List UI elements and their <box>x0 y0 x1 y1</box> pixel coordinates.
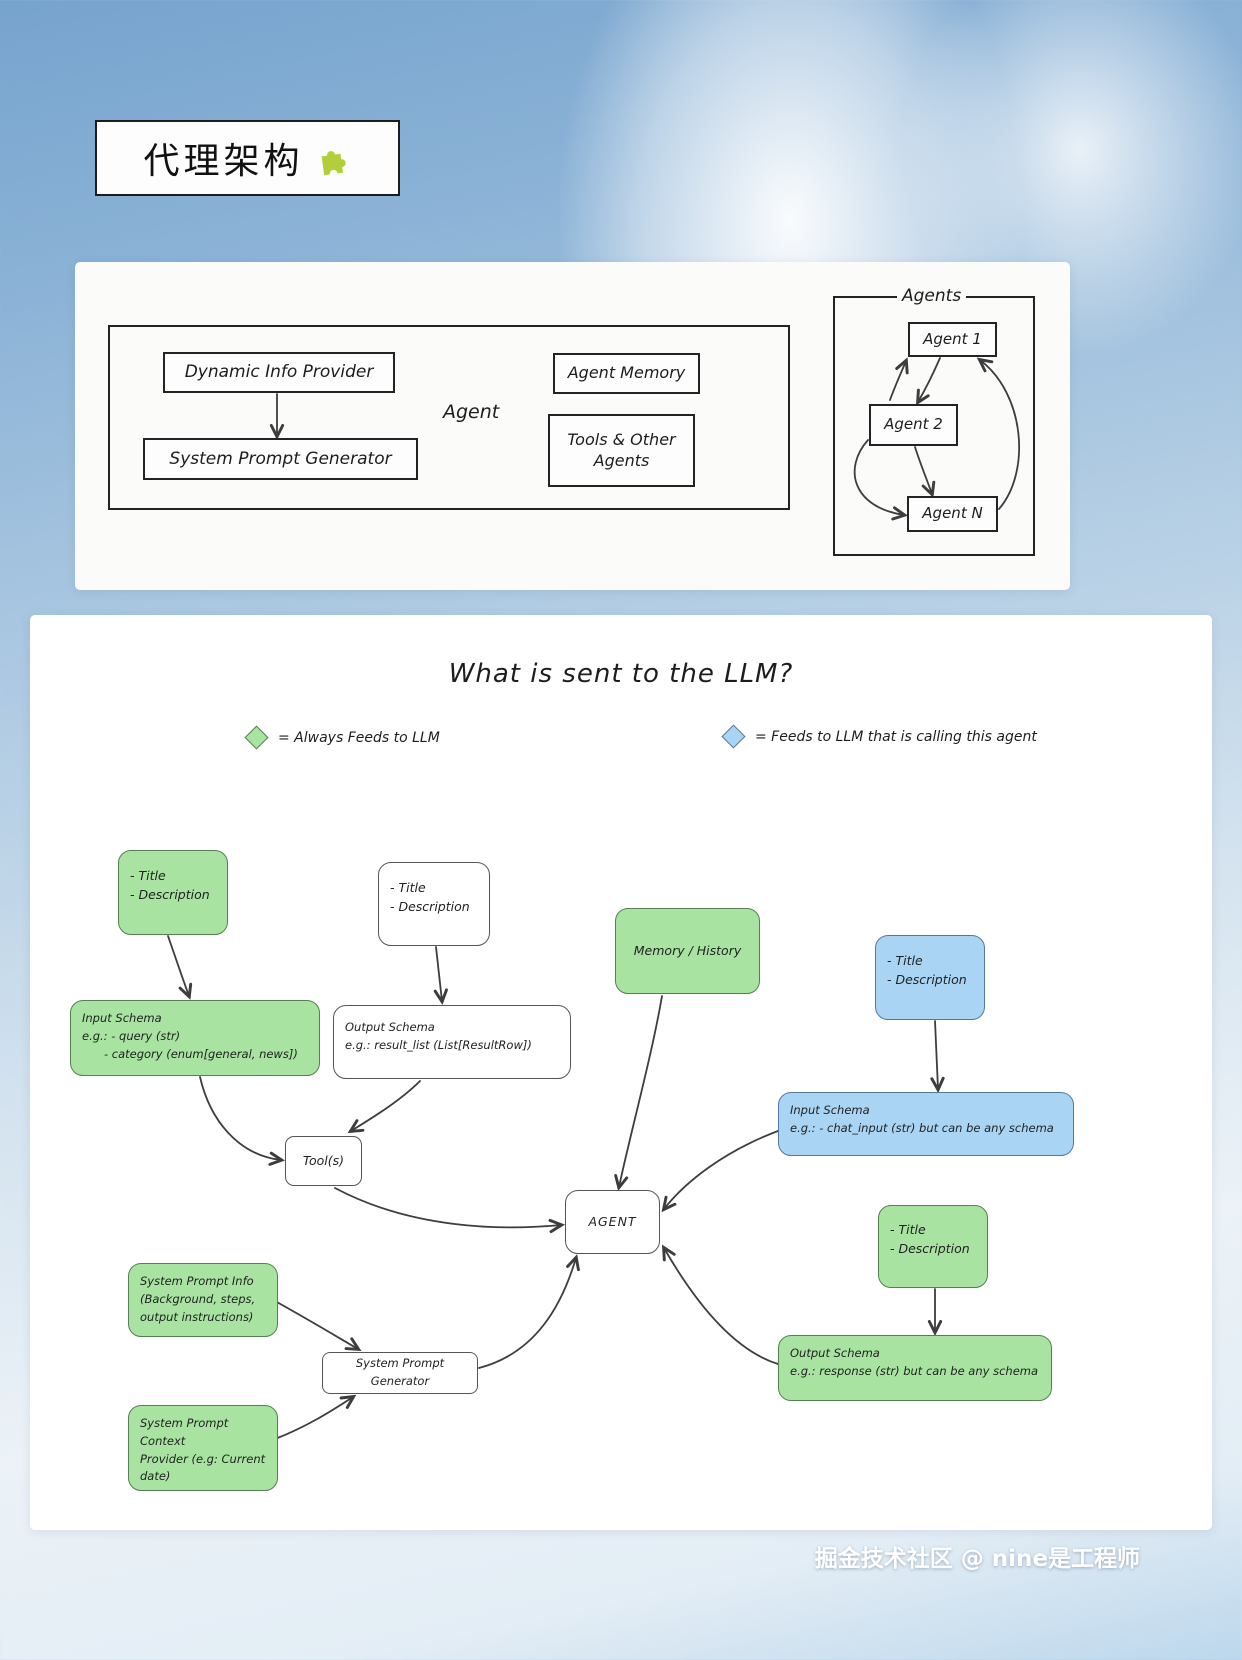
tool-title-description-node: - Title - Description <box>118 850 228 935</box>
arrow-generator-to-agent <box>478 1258 576 1369</box>
tools-node: Tool(s) <box>285 1136 362 1186</box>
agent-node: AGENT <box>565 1190 660 1254</box>
page-title-box: 代理架构 <box>95 120 400 196</box>
arrow-memory-to-agent <box>619 995 663 1187</box>
arrow-title-to-input-schema-agent <box>935 1020 938 1089</box>
agents-group-label: Agents <box>897 286 967 306</box>
system-prompt-generator-node: System Prompt Generator <box>322 1352 478 1394</box>
legend-always-feeds: = Always Feeds to LLM <box>244 725 440 750</box>
agent-memory-box: Agent Memory <box>553 353 700 394</box>
legend-feeds-calling-agent-label: = Feeds to LLM that is calling this agen… <box>755 728 1037 745</box>
green-diamond-icon <box>244 725 269 750</box>
tools-other-agents-box: Tools & Other Agents <box>548 414 695 487</box>
arrow-input-schema-to-tools <box>199 1076 281 1160</box>
arrow-output-schema-to-tools <box>351 1080 421 1131</box>
agent-2-box: Agent 2 <box>869 404 958 446</box>
legend-always-feeds-label: = Always Feeds to LLM <box>278 729 440 746</box>
output-title-description-green-node: - Title - Description <box>878 1205 988 1288</box>
architecture-panel: Agent Dynamic Info Provider System Promp… <box>75 262 1070 590</box>
watermark-credit: 掘金技术社区 @ nine是工程师 <box>814 1546 1140 1572</box>
arrow-output-schema-agent-to-agent <box>664 1248 779 1365</box>
dynamic-info-provider-box: Dynamic Info Provider <box>163 352 395 393</box>
input-schema-tool-node: Input Schema e.g.: - query (str) - categ… <box>70 1000 320 1076</box>
agent-title-description-node: - Title - Description <box>875 935 985 1020</box>
page-title: 代理架构 <box>143 141 304 182</box>
system-prompt-info-node: System Prompt Info (Background, steps, o… <box>128 1263 278 1337</box>
arrow-prompt-context-to-generator <box>274 1397 353 1440</box>
legend-feeds-calling-agent: = Feeds to LLM that is calling this agen… <box>721 724 1037 749</box>
puzzle-icon <box>321 151 346 176</box>
blue-diamond-icon <box>721 724 746 749</box>
arrow-tools-to-agent <box>334 1187 561 1227</box>
output-schema-agent-node: Output Schema e.g.: response (str) but c… <box>778 1335 1052 1401</box>
arrow-title-to-output-schema-tool <box>436 946 442 1001</box>
input-schema-agent-node: Input Schema e.g.: - chat_input (str) bu… <box>778 1092 1074 1156</box>
llm-flow-panel: What is sent to the LLM? = Always Feeds … <box>30 615 1212 1530</box>
llm-diagram-title: What is sent to the LLM? <box>448 659 794 689</box>
output-schema-tool-node: Output Schema e.g.: result_list (List[Re… <box>333 1005 571 1079</box>
output-title-description-node: - Title - Description <box>378 862 490 946</box>
system-prompt-context-node: System Prompt Context Provider (e.g: Cur… <box>128 1405 278 1491</box>
arrow-input-schema-agent-to-agent <box>664 1130 779 1209</box>
system-prompt-generator-box: System Prompt Generator <box>143 438 418 480</box>
agent-1-box: Agent 1 <box>908 322 997 357</box>
agent-n-box: Agent N <box>907 496 998 532</box>
arrow-prompt-info-to-generator <box>274 1300 358 1349</box>
memory-history-node: Memory / History <box>615 908 760 994</box>
agent-container-label: Agent <box>443 401 500 423</box>
arrow-title-to-input-schema-tool <box>167 935 189 996</box>
